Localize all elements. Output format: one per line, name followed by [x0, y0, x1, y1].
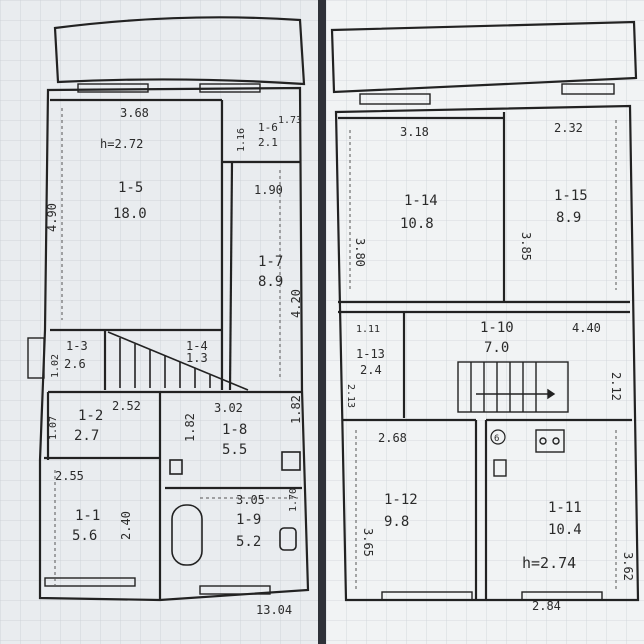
dim-label: 1.02	[50, 354, 61, 378]
left-floorplan-sheet: 1-5 18.0 1-6 2.1 1-7 8.9 1-3 2.6 1-4 1.3…	[0, 0, 318, 644]
dim-label: 13.04	[256, 603, 292, 617]
stair-lines	[457, 361, 569, 413]
toilet	[279, 527, 297, 551]
dim-label: 4.20	[289, 289, 303, 318]
outer-wall	[334, 104, 640, 602]
room-area-1-4: 1.3	[186, 351, 208, 365]
room-label-1-7: 1-7	[258, 254, 283, 270]
room-label-1-1: 1-1	[75, 508, 100, 524]
room-label-1-9: 1-9	[236, 512, 261, 528]
sheet-divider	[318, 0, 326, 644]
room-label-1-12: 1-12	[384, 492, 418, 508]
dim-label: 2.84	[532, 599, 561, 613]
dim-label: 4.40	[572, 321, 601, 335]
dim-label: 2.40	[119, 511, 133, 540]
room-area-1-6: 2.1	[258, 136, 278, 149]
dim-label: 1.16	[236, 128, 247, 152]
dim-label: 2.52	[112, 399, 141, 413]
room-area-1-10: 7.0	[484, 340, 509, 356]
wall	[228, 161, 234, 391]
room-area-1-14-text: 10.8	[400, 216, 434, 232]
balcony-outline	[53, 16, 306, 86]
room-label-1-6: 1-6	[258, 121, 278, 134]
dim-label: 3.02	[214, 401, 243, 415]
dim-label: 3.80	[353, 238, 367, 267]
dim-label: 1.70	[288, 488, 299, 512]
ceiling-height-label: h=2.72	[100, 137, 143, 151]
dim-label: 3.18	[400, 125, 429, 139]
dim-label: 1.82	[183, 413, 197, 442]
dim-label: 2.12	[609, 372, 623, 401]
dim-label: 3.62	[621, 552, 635, 581]
sink	[169, 459, 183, 475]
dim-label: 1.07	[48, 416, 59, 440]
dim-label: 3.05	[236, 493, 265, 507]
sink-icon	[493, 459, 507, 477]
room-area-1-15: 8.9	[556, 210, 581, 226]
room-area-1-11: 10.4	[548, 522, 582, 538]
right-floorplan-drawing: 1-14 1-15 10.8 1-15 8.9 1-13 2.4 1-10 7.…	[330, 20, 640, 613]
dim-label: 3.68	[120, 106, 149, 120]
room-area-1-13: 2.4	[360, 363, 382, 377]
room-label-1-13: 1-13	[356, 347, 385, 361]
bathtub	[171, 504, 203, 566]
dim-label: 3.65	[361, 528, 375, 557]
room-area-1-8: 5.5	[222, 442, 247, 458]
room-label-1-4: 1-4	[186, 339, 208, 353]
dim-label: 2.32	[554, 121, 583, 135]
room-area-1-7: 8.9	[258, 274, 283, 290]
room-area-1-3: 2.6	[64, 357, 86, 371]
room-label-1-11: 1-11	[548, 500, 582, 516]
stove-icon	[535, 429, 565, 453]
room-area-1-9: 5.2	[236, 534, 261, 550]
dim-label: 2.55	[55, 469, 84, 483]
dim-label: 1.82	[289, 395, 303, 424]
dim-label: 1.11	[356, 324, 380, 335]
dim-label: 3.85	[519, 232, 533, 261]
room-area-1-1: 5.6	[72, 528, 97, 544]
room-label-1-14: 1-14	[404, 193, 438, 209]
room-label-1-10: 1-10	[480, 320, 514, 336]
right-floorplan-sheet: 1-14 1-15 10.8 1-15 8.9 1-13 2.4 1-10 7.…	[326, 0, 644, 644]
room-label-1-3: 1-3	[66, 339, 88, 353]
stair-lines	[107, 331, 249, 391]
dim-label: 1.90	[254, 183, 283, 197]
room-area-1-5: 18.0	[113, 206, 147, 222]
dim-label: 2.13	[345, 384, 356, 408]
balcony-outline	[330, 20, 638, 94]
stove	[281, 451, 301, 471]
room-label-1-5: 1-5	[118, 180, 143, 196]
ceiling-height-label: h=2.74	[522, 554, 576, 572]
room-label-1-2: 1-2	[78, 408, 103, 424]
room-area-1-12: 9.8	[384, 514, 409, 530]
circle-mark	[490, 429, 506, 445]
window-marks	[27, 83, 271, 595]
room-area-1-2: 2.7	[74, 428, 99, 444]
dim-label: 2.68	[378, 431, 407, 445]
left-floorplan-drawing: 1-5 18.0 1-6 2.1 1-7 8.9 1-3 2.6 1-4 1.3…	[27, 16, 310, 617]
room-label-1-8: 1-8	[222, 422, 247, 438]
circle-mark-label: 6	[494, 434, 499, 444]
window-marks	[359, 83, 615, 601]
room-label-1-15: 1-15	[554, 188, 588, 204]
dim-label: 1.73	[278, 115, 302, 126]
dim-label: 4.90	[45, 203, 59, 232]
